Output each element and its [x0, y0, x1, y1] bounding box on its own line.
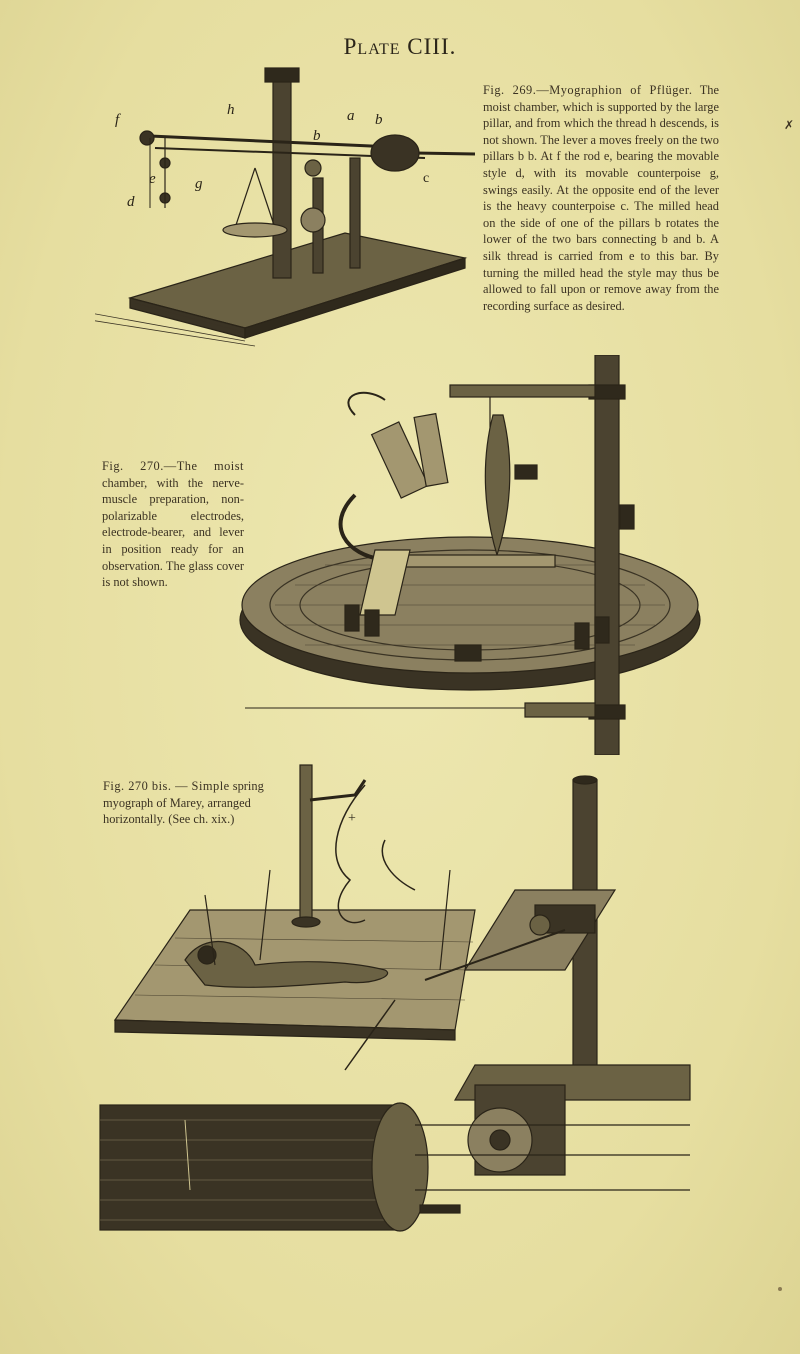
caption-fig-269: Fig. 269.—Myographion of Pflüger. The mo… [483, 82, 719, 314]
caption-fig-270-bis: Fig. 270 bis. — Simple spring myograph o… [103, 778, 303, 828]
label-h: h [227, 102, 235, 118]
spring-myograph-illustration: + [99, 764, 691, 1232]
label-b: b [375, 112, 383, 128]
label-b2: b [313, 128, 321, 144]
label-f: f [115, 112, 121, 128]
moist-chamber-illustration [239, 355, 701, 755]
myographion-illustration: f h a b b c e g d [95, 67, 476, 347]
caption-fig-270-lead: Fig. 270.—The moist [102, 459, 244, 473]
label-c: c [423, 171, 429, 186]
label-d: d [127, 194, 135, 210]
caption-fig-270-bis-lead: Fig. 270 bis. — Simple [103, 779, 230, 793]
caption-fig-269-lead: Fig. 269.—Myographion of Pflüger. [483, 83, 693, 97]
caption-fig-269-body: The moist chamber, which is supported by… [483, 83, 719, 313]
plate-title: Plate CIII. [343, 34, 457, 59]
caption-fig-270-bis-body: spring myograph of Marey, arranged horiz… [103, 779, 264, 827]
margin-mark: ✗ [783, 118, 794, 132]
dot-mark [778, 1287, 782, 1291]
label-e: e [149, 171, 156, 187]
label-plus: + [348, 811, 356, 826]
label-g: g [195, 176, 203, 192]
caption-fig-270: Fig. 270.—The moist chamber, with the ne… [102, 458, 244, 591]
label-a: a [347, 108, 355, 124]
caption-fig-270-body: chamber, with the nerve-muscle preparati… [102, 475, 244, 590]
